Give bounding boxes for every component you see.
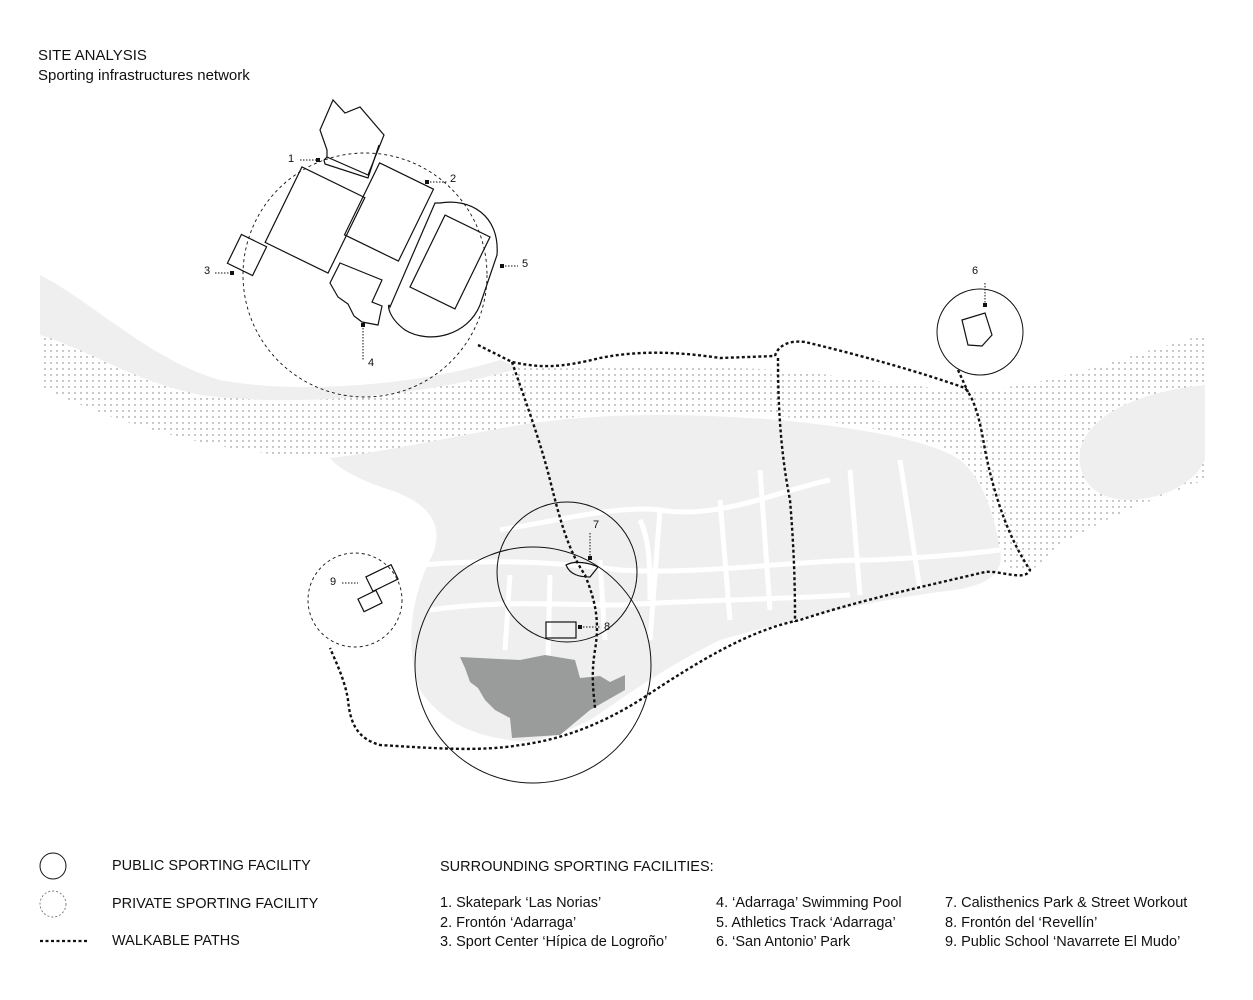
marker-1: 1	[288, 153, 294, 165]
facilities-heading: SURROUNDING SPORTING FACILITIES:	[440, 859, 714, 875]
hipica-footprint	[226, 233, 268, 277]
skatepark-footprint	[319, 98, 385, 176]
public-area-circle-6	[936, 288, 1024, 376]
legend-paths: WALKABLE PATHS	[112, 933, 240, 949]
fronton-revellin-footprint	[545, 621, 577, 639]
leader-dots	[230, 158, 987, 629]
marker-5: 5	[522, 258, 528, 270]
marker-7: 7	[593, 519, 599, 531]
private-facility-legend-icon	[39, 890, 67, 918]
streets	[419, 459, 1001, 661]
legend-public: PUBLIC SPORTING FACILITY	[112, 858, 311, 874]
facility-item: 3. Sport Center ‘Hípica de Logroño’	[440, 934, 668, 950]
skatepark-lower	[323, 144, 380, 179]
san-antonio-footprint	[961, 312, 993, 347]
public-facility-legend-icon	[39, 852, 67, 880]
river	[40, 335, 1205, 571]
leader-lines	[215, 159, 986, 628]
facility-item: 6. ‘San Antonio’ Park	[716, 934, 851, 950]
facility-item: 8. Frontón del ‘Revellín’	[945, 914, 1098, 931]
marker-6: 6	[972, 265, 978, 277]
private-area-circle-9	[307, 552, 403, 648]
fronton-adarraga-footprint	[343, 162, 435, 262]
athletics-field	[409, 214, 491, 310]
legend-private: PRIVATE SPORTING FACILITY	[112, 896, 319, 912]
swimming-pool-footprint	[329, 262, 383, 326]
calisthenics-footprint	[565, 561, 599, 578]
facilities-column-1: 1. Skatepark ‘Las Norias’ 2. Frontón ‘Ad…	[440, 894, 667, 953]
marker-4: 4	[368, 357, 374, 369]
facility-item: 2. Frontón ‘Adarraga’	[440, 914, 577, 931]
facility-item: 7. Calisthenics Park & Street Workout	[945, 895, 1188, 911]
facilities-column-3: 7. Calisthenics Park & Street Workout 8.…	[945, 894, 1187, 953]
sport-hall-footprint	[264, 166, 366, 274]
diagram-title: SITE ANALYSIS Sporting infrastructures n…	[38, 46, 250, 86]
facility-item: 4. ‘Adarraga’ Swimming Pool	[716, 895, 902, 911]
public-area-circle-7	[496, 501, 638, 643]
title: SITE ANALYSIS	[38, 47, 147, 64]
subtitle: Sporting infrastructures network	[38, 67, 250, 84]
marker-9: 9	[330, 576, 336, 588]
marker-3: 3	[204, 265, 210, 277]
east-island	[1079, 385, 1205, 500]
facilities-column-2: 4. ‘Adarraga’ Swimming Pool 5. Athletics…	[716, 894, 902, 953]
public-area-circle-8	[414, 546, 652, 784]
facility-footprints	[226, 98, 993, 639]
walkable-paths	[328, 340, 1032, 751]
facility-item: 5. Athletics Track ‘Adarraga’	[716, 914, 896, 931]
facility-item: 1. Skatepark ‘Las Norias’	[440, 895, 602, 911]
built-area	[460, 655, 625, 738]
marker-2: 2	[450, 173, 456, 185]
school-footprint-a	[365, 563, 399, 593]
private-area-circle-1-5	[242, 152, 488, 398]
marker-8: 8	[604, 621, 610, 633]
school-footprint-b	[357, 589, 383, 613]
athletics-track	[387, 201, 498, 338]
facility-item: 9. Public School ‘Navarrete El Mudo’	[945, 934, 1181, 950]
